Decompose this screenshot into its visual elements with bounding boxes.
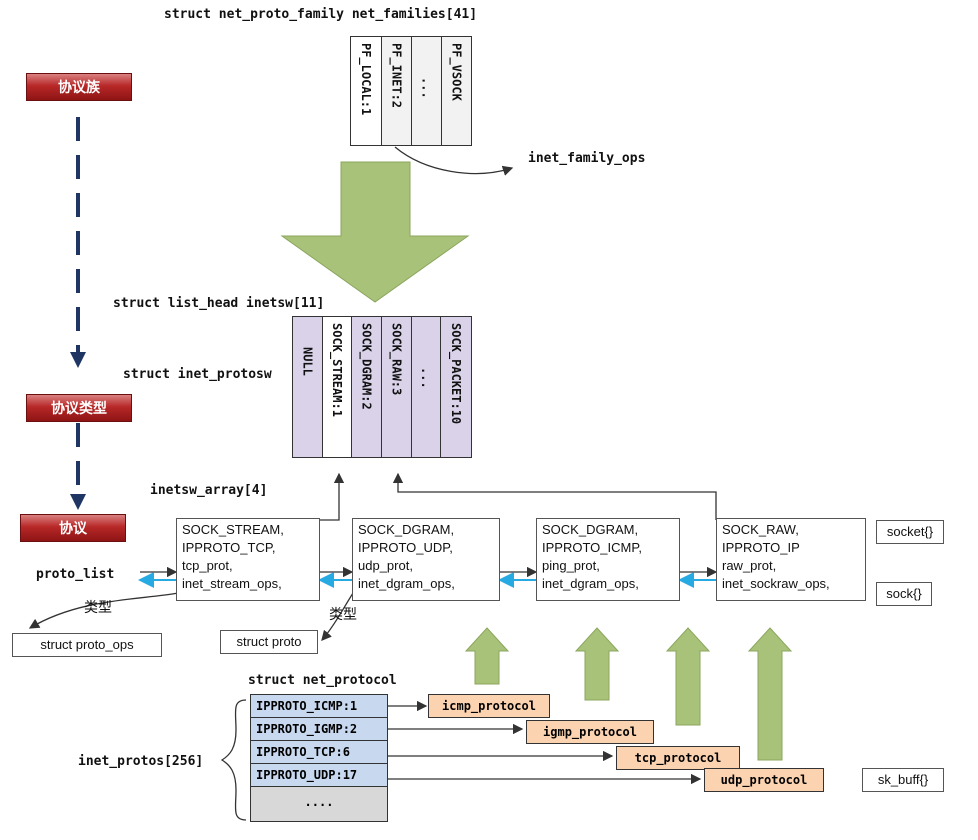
- inetsw-entry-raw: SOCK_RAW, IPPROTO_IP raw_prot, inet_sock…: [716, 518, 866, 601]
- inetsw-entry-dgram-icmp: SOCK_DGRAM, IPPROTO_ICMP, ping_prot, ine…: [536, 518, 680, 601]
- proto-row: IPPROTO_UDP:17: [251, 764, 387, 787]
- inetsw-cell: SOCK_RAW:3: [382, 317, 412, 457]
- struct-proto-box: struct proto: [220, 630, 318, 654]
- inet-family-ops-label: inet_family_ops: [528, 151, 646, 166]
- socket-box: socket{}: [876, 520, 944, 544]
- inetsw-cell: SOCK_PACKET:10: [441, 317, 472, 457]
- struct-proto-ops-box: struct proto_ops: [12, 633, 162, 657]
- net-family-cell: PF_VSOCK: [441, 37, 472, 145]
- up-arrow-2: [574, 627, 620, 701]
- proto-row: IPPROTO_ICMP:1: [251, 695, 387, 718]
- inetsw-array-label: inetsw_array[4]: [150, 483, 268, 498]
- level-protocol-family: 协议族: [26, 73, 132, 101]
- net-family-cell: PF_INET:2: [381, 37, 412, 145]
- udp-protocol-box: udp_protocol: [704, 768, 824, 792]
- inet-protosw-label: struct inet_protosw: [123, 367, 272, 382]
- level-protocol: 协议: [20, 514, 126, 542]
- net-families-title: struct net_proto_family net_families[41]: [164, 7, 478, 22]
- inetsw-cell: ...: [411, 317, 442, 457]
- inet-protos-label: inet_protos[256]: [78, 754, 204, 769]
- up-arrow-1: [464, 627, 510, 685]
- type-label-1: 类型: [84, 599, 112, 615]
- sock-box: sock{}: [876, 582, 932, 606]
- inetsw-entry-stream: SOCK_STREAM, IPPROTO_TCP, tcp_prot, inet…: [176, 518, 320, 601]
- inetsw-cell: NULL: [293, 317, 323, 457]
- proto-list-label: proto_list: [36, 567, 115, 582]
- icmp-protocol-box: icmp_protocol: [428, 694, 550, 718]
- type-label-2: 类型: [329, 606, 357, 622]
- net-protocol-title: struct net_protocol: [248, 673, 397, 688]
- inetsw-cell: SOCK_DGRAM:2: [352, 317, 383, 457]
- inetsw-entry-dgram-udp: SOCK_DGRAM, IPPROTO_UDP, udp_prot, inet_…: [352, 518, 500, 601]
- sk-buff-box: sk_buff{}: [862, 768, 944, 792]
- inetsw-array: NULL SOCK_STREAM:1 SOCK_DGRAM:2 SOCK_RAW…: [292, 316, 472, 458]
- net-family-cell: ...: [412, 37, 442, 145]
- up-arrow-4: [747, 627, 793, 761]
- inet-protos-table: IPPROTO_ICMP:1 IPPROTO_IGMP:2 IPPROTO_TC…: [250, 694, 388, 822]
- up-arrow-3: [665, 627, 711, 726]
- inetsw-cell: SOCK_STREAM:1: [322, 317, 353, 457]
- proto-row: IPPROTO_IGMP:2: [251, 718, 387, 741]
- tcp-protocol-box: tcp_protocol: [616, 746, 740, 770]
- big-down-arrow: [280, 161, 470, 303]
- proto-row: ....: [251, 787, 387, 821]
- net-families-array: PF_LOCAL:1 PF_INET:2 ... PF_VSOCK: [350, 36, 472, 146]
- igmp-protocol-box: igmp_protocol: [526, 720, 654, 744]
- proto-row: IPPROTO_TCP:6: [251, 741, 387, 764]
- level-protocol-type: 协议类型: [26, 394, 132, 422]
- inetsw-title: struct list_head inetsw[11]: [113, 296, 325, 311]
- net-family-cell: PF_LOCAL:1: [351, 37, 382, 145]
